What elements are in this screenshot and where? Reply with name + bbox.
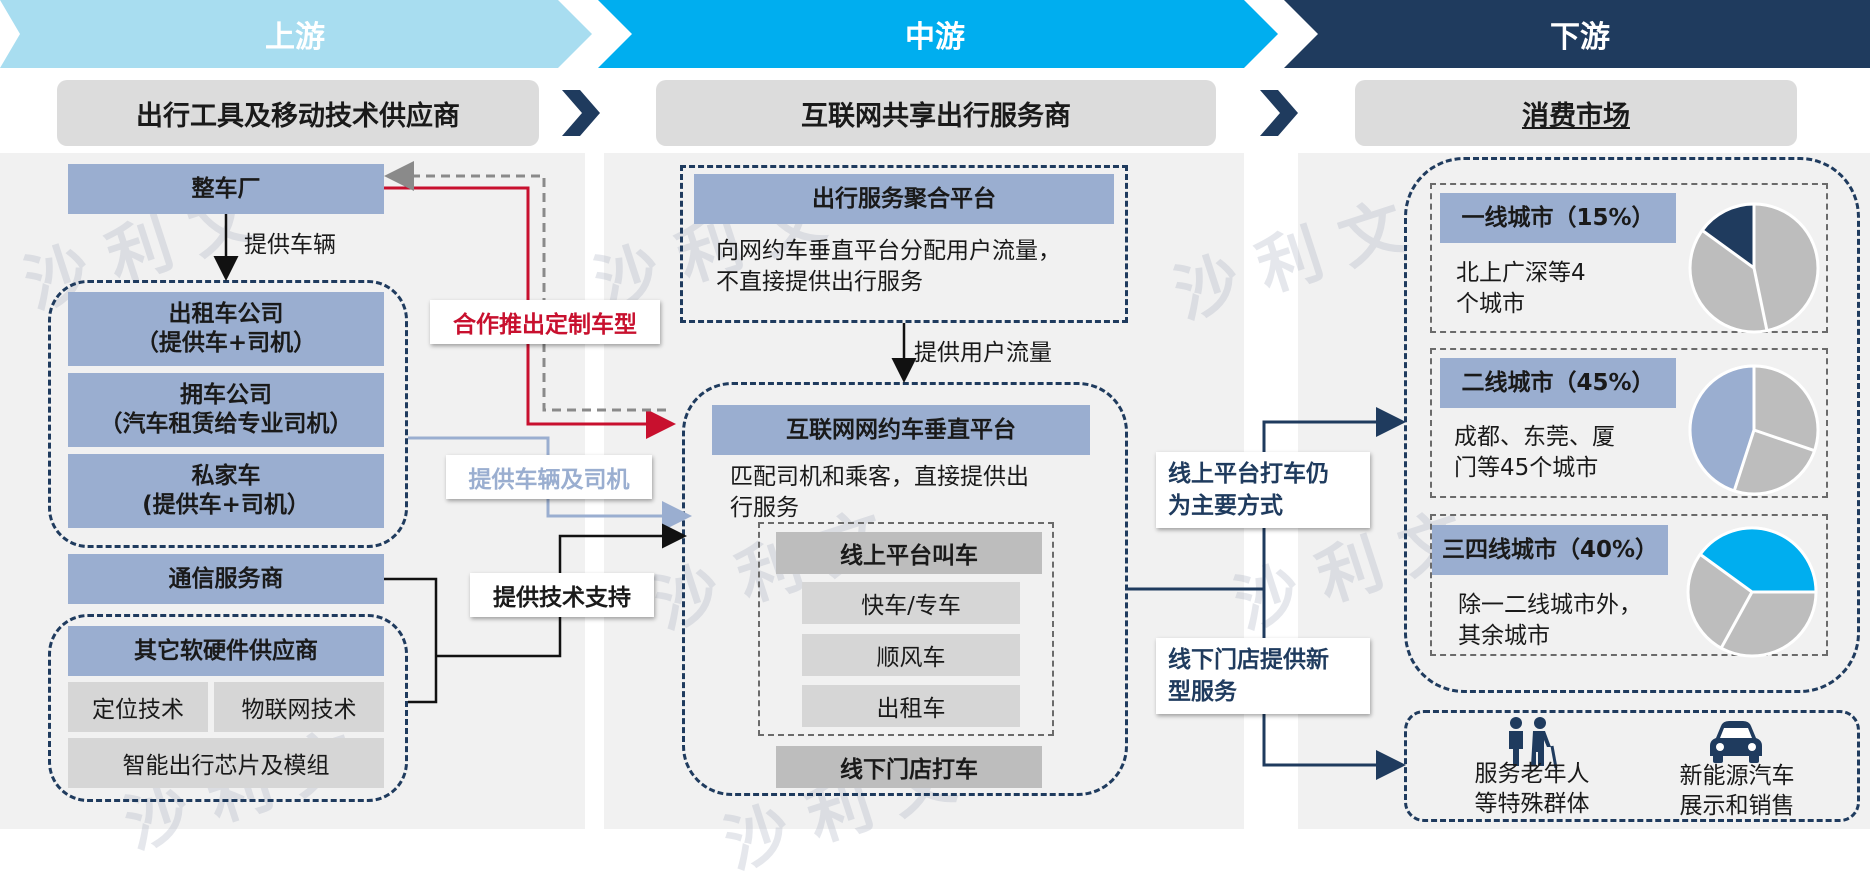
telecom-box: 通信服务商	[68, 554, 384, 604]
express-box: 快车/专车	[802, 582, 1020, 624]
other-supplier-box: 其它软硬件供应商	[68, 626, 384, 676]
vehicle-provider-group	[48, 280, 408, 548]
tier34-box: 三四线城市（40%）	[1432, 525, 1668, 575]
chip-box: 智能出行芯片及模组	[68, 738, 384, 788]
tier2-card	[1430, 348, 1828, 498]
tier1-desc: 北上广深等4 个城市	[1456, 260, 1586, 318]
tier2-box: 二线城市（45%）	[1440, 358, 1676, 408]
tech-support-label: 提供技术支持	[470, 573, 654, 617]
vehicle-driver-label: 提供车辆及司机	[446, 455, 652, 499]
tier1-card	[1430, 183, 1828, 333]
stage-mid-label: 中游	[905, 20, 965, 55]
pie-chart-tier1	[1688, 202, 1820, 334]
chevron-right-icon	[1260, 90, 1298, 136]
pie-share-slice-三四线城市	[1698, 526, 1818, 594]
offline-hail-box: 线下门店打车	[776, 746, 1042, 788]
user-traffic-label: 提供用户流量	[914, 340, 1052, 366]
tier34-desc: 除一二线城市外， 其余城市	[1458, 592, 1642, 650]
category-downstream: 消费市场	[1355, 80, 1797, 146]
taxi-company-text: 出租车公司 （提供车+司机）	[135, 301, 317, 356]
stage-down-label: 下游	[1550, 20, 1610, 55]
arrow-online-main	[1262, 407, 1406, 589]
carpool-box: 顺风车	[802, 634, 1020, 676]
nev-service-text: 新能源汽车 展示和销售	[1679, 763, 1795, 819]
pie-divider	[1719, 591, 1754, 649]
arrow-feedback-dashed	[384, 161, 666, 412]
aggregator-group	[680, 165, 1128, 323]
stage-chevrons	[0, 0, 1870, 68]
pie-share-slice-二线城市	[1688, 364, 1756, 493]
pie-charts	[1686, 202, 1820, 658]
bracket-tech	[384, 577, 438, 704]
online-hail-box: 线上平台叫车	[776, 532, 1042, 574]
pie-divider	[1753, 428, 1816, 453]
stage-up-label: 上游	[265, 20, 325, 55]
pie-share-slice-一线城市	[1700, 202, 1756, 271]
iot-box: 物联网技术	[214, 682, 384, 732]
chevron-right-icon	[562, 90, 600, 136]
pie-chart-tier2	[1688, 364, 1820, 496]
taxi-company-box: 出租车公司 （提供车+司机）	[68, 292, 384, 366]
vertical-box: 互联网网约车垂直平台	[712, 405, 1090, 455]
car-icon	[1710, 721, 1762, 763]
oem-box: 整车厂	[68, 164, 384, 214]
private-car-text: 私家车 (提供车+司机）	[142, 463, 310, 518]
tier34-card	[1430, 514, 1828, 656]
tier2-desc: 成都、东莞、厦 门等45个城市	[1454, 424, 1615, 482]
fleet-company-box: 拥车公司 （汽车租赁给专业司机）	[68, 373, 384, 447]
category-upstream: 出行工具及移动技术供应商	[57, 80, 539, 146]
offline-new-label: 线下门店提供新 型服务	[1156, 638, 1370, 715]
vertical-desc: 匹配司机和乘客，直接提供出 行服务	[730, 464, 1029, 522]
vertical-group	[682, 382, 1128, 796]
chevron-midstream	[598, 0, 1278, 68]
tier1-box: 一线城市（15%）	[1440, 193, 1676, 243]
connectors	[213, 161, 1406, 780]
online-hail-group	[758, 522, 1054, 736]
chevron-downstream	[1284, 0, 1870, 68]
positioning-box: 定位技术	[68, 682, 208, 732]
aggregator-desc: 向网约车垂直平台分配用户流量， 不直接提供出行服务	[716, 238, 1061, 296]
private-car-box: 私家车 (提供车+司机）	[68, 454, 384, 528]
provide-vehicle-label: 提供车辆	[244, 232, 336, 258]
chevron-upstream	[0, 0, 592, 68]
fleet-company-text: 拥车公司 （汽车租赁给专业司机）	[99, 382, 353, 437]
pie-chart-tier34	[1686, 526, 1818, 658]
aggregator-box: 出行服务聚合平台	[694, 174, 1114, 224]
elderly-service-text: 服务老年人 等特殊群体	[1474, 761, 1590, 817]
category-midstream: 互联网共享出行服务商	[656, 80, 1216, 146]
taxi-service-box: 出租车	[802, 685, 1020, 727]
elderly-people-icon	[1509, 717, 1558, 768]
pie-divider	[1752, 267, 1769, 331]
other-supplier-group	[48, 614, 408, 802]
custom-model-label: 合作推出定制车型	[430, 300, 660, 344]
category-downstream-text: 消费市场	[1522, 100, 1630, 132]
online-main-label: 线上平台打车仍 为主要方式	[1156, 452, 1370, 529]
category-arrows	[562, 90, 1298, 136]
